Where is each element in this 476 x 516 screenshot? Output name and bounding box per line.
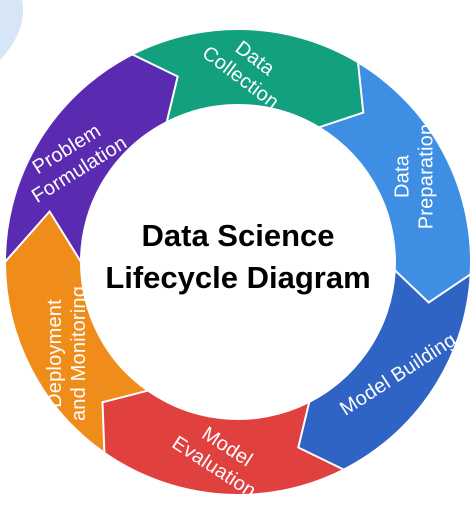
label-deployment-monitoring-line-1: Deployment <box>44 299 66 408</box>
label-deployment-monitoring-line-2: and Monitoring <box>68 286 90 421</box>
cycle-segments <box>3 28 472 497</box>
label-data-preparation-line-2: Preparation <box>415 124 437 230</box>
diagram-title-line-2: Lifecycle Diagram <box>105 260 370 295</box>
label-data-preparation-line-1: Data <box>391 154 413 198</box>
segment-deployment-monitoring <box>3 209 151 455</box>
diagram-title-line-1: Data Science <box>142 218 335 253</box>
corner-accent <box>0 0 24 60</box>
